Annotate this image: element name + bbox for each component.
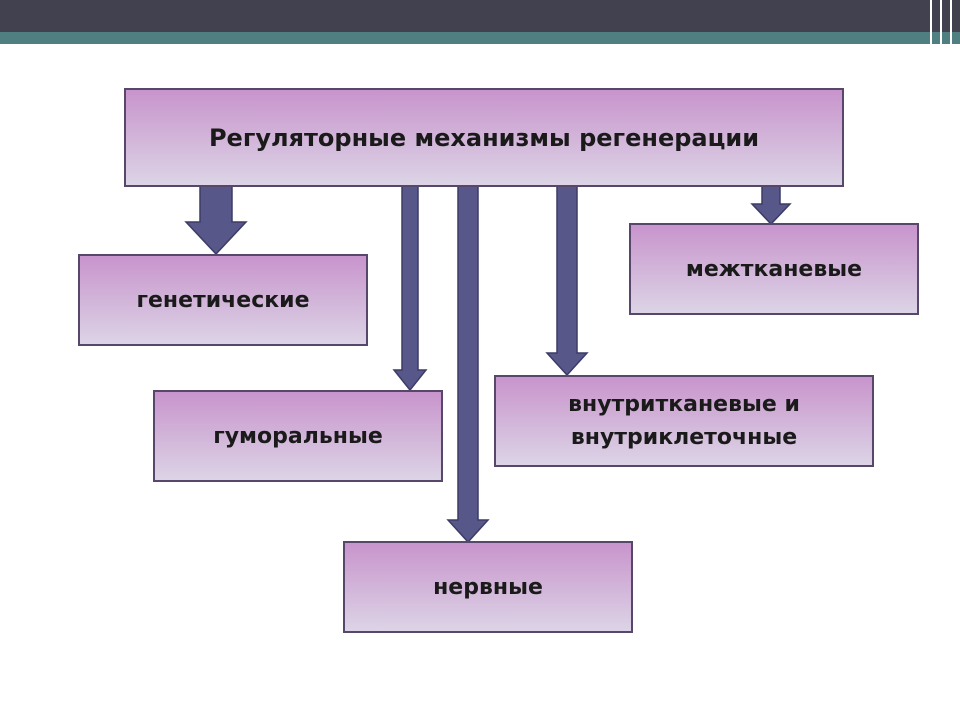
- arrow-to-genetic: [184, 185, 248, 256]
- node-intratissue: внутритканевые и внутриклеточные: [494, 375, 874, 467]
- arrow-to-intratissue: [545, 185, 589, 377]
- node-intratissue-text: внутритканевые и внутриклеточные: [568, 388, 800, 454]
- node-humoral-label: гуморальные: [213, 423, 383, 449]
- node-intratissue-line1: внутритканевые и: [568, 392, 800, 417]
- header-bar: [0, 0, 960, 32]
- node-genetic-label: генетические: [136, 287, 310, 313]
- header-stripe: [950, 0, 952, 66]
- node-nervous: нервные: [343, 541, 633, 633]
- header-stripe: [570, 52, 960, 54]
- header-stripe: [930, 0, 932, 66]
- header-stripe: [570, 45, 900, 48]
- arrow-to-nervous: [446, 185, 490, 544]
- node-intratissue-line2: внутриклеточные: [570, 425, 798, 450]
- arrow-to-intertissue: [750, 185, 792, 226]
- node-intertissue-label: межтканевые: [685, 256, 863, 282]
- arrow-to-humoral: [392, 185, 428, 392]
- node-humoral: гуморальные: [153, 390, 443, 482]
- diagram-title: Регуляторные механизмы регенерации: [208, 123, 760, 152]
- node-nervous-label: нервные: [433, 574, 543, 600]
- node-intertissue: межтканевые: [629, 223, 919, 315]
- header-stripe: [940, 0, 942, 66]
- header-accent-band: [0, 32, 960, 44]
- node-genetic: генетические: [78, 254, 368, 346]
- title-box: Регуляторные механизмы регенерации: [124, 88, 844, 187]
